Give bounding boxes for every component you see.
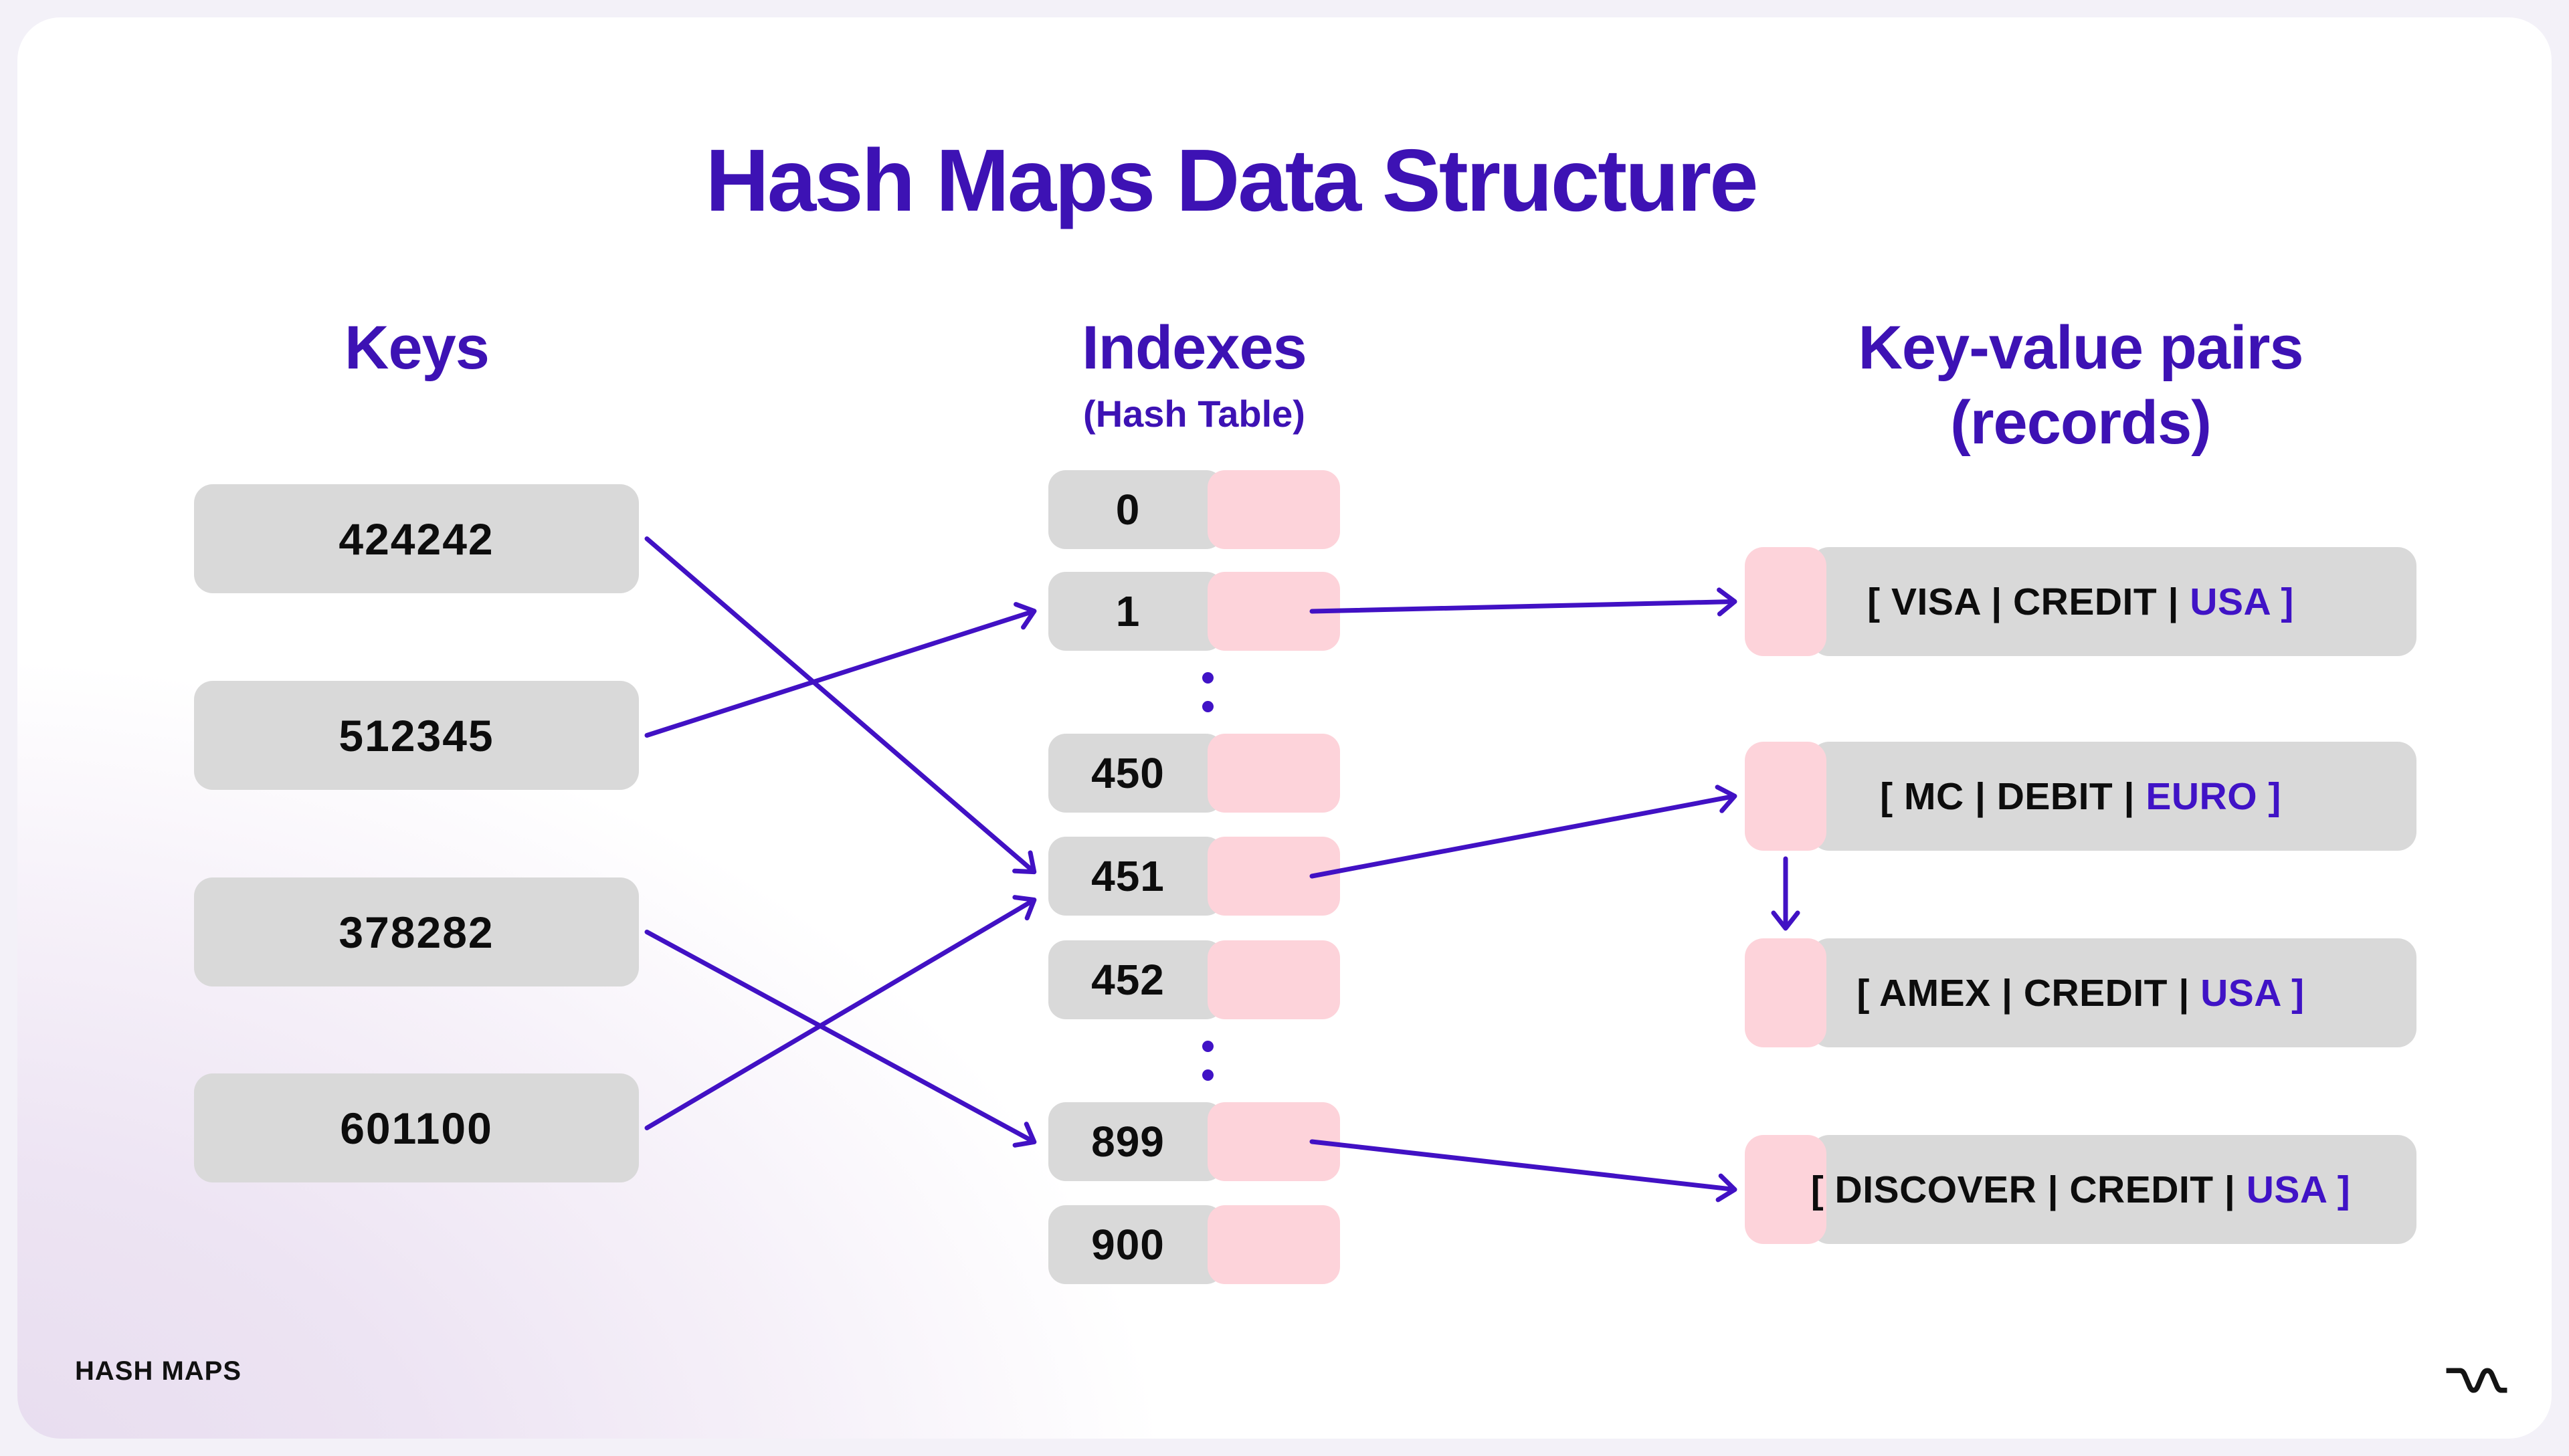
record-body [1810,547,2416,656]
index-slot-451: 451 [1048,837,1340,916]
index-label: 0 [1115,486,1141,534]
page-title: Hash Maps Data Structure [705,131,1758,229]
index-label: 900 [1091,1221,1165,1269]
record-amex: [ AMEX | CREDIT | USA ] [1745,938,2416,1047]
record-body [1810,938,2416,1047]
wave-logo-icon [2446,1368,2507,1393]
record-accent-value: USA ] [2200,971,2305,1015]
index-slot-450: 450 [1048,734,1340,813]
key-box-378282: 378282 [194,877,639,986]
record-cap-mc [1745,742,1826,851]
index-slot-1: 1 [1048,572,1340,651]
index-label: 1 [1115,587,1141,635]
record-mc: [ MC | DEBIT | EURO ] [1745,742,2416,851]
index-ellipsis-dots [1197,1031,1218,1091]
index-key-cell [1048,837,1224,916]
record-cap-amex [1745,938,1826,1047]
record-cap-discover [1745,1135,1826,1244]
records-header-line2: (records) [1950,389,2212,457]
index-key-cell [1048,572,1224,651]
index-ellipsis-dots [1197,662,1218,722]
column-records-header: Key-value pairs (records) [1711,310,2450,460]
key-box-512345: 512345 [194,681,639,790]
index-value-cell [1208,1205,1340,1284]
key-box-424242: 424242 [194,484,639,593]
index-key-cell [1048,940,1224,1019]
index-value-cell [1208,1102,1340,1181]
index-slot-0: 0 [1048,470,1340,549]
arrow-key-378282-to-index-899 [644,930,1037,1148]
index-key-cell [1048,470,1224,549]
arrow-key-424242-to-index-451 [644,536,1037,875]
column-keys-header: Keys [345,314,490,382]
index-value-cell [1208,940,1340,1019]
index-key-cell [1048,1205,1224,1284]
arrow-index-1-to-record-visa [1309,587,1737,617]
column-indexes-header: Indexes [1082,314,1307,382]
record-text: [ VISA | CREDIT | USA ] [1867,580,2294,623]
index-slot-452: 452 [1048,940,1340,1019]
record-text: [ MC | DEBIT | EURO ] [1880,774,2281,818]
record-accent-value: USA ] [2246,1168,2351,1211]
record-text: [ DISCOVER | CREDIT | USA ] [1810,1168,2351,1211]
index-label: 451 [1091,852,1165,900]
record-visa: [ VISA | CREDIT | USA ] [1745,547,2416,656]
records-header-line1: Key-value pairs [1858,314,2303,382]
slide-card: Hash Maps Data Structure Keys Indexes (H… [17,17,2552,1439]
record-accent-value: USA ] [2190,580,2294,623]
index-slot-899: 899 [1048,1102,1340,1181]
index-value-cell [1208,837,1340,916]
index-slot-900: 900 [1048,1205,1340,1284]
arrow-key-601100-to-index-451 [644,895,1037,1130]
hash-table-subtitle: (Hash Table) [1083,393,1305,435]
key-box-601100: 601100 [194,1073,639,1182]
index-value-cell [1208,470,1340,549]
index-value-cell [1208,734,1340,813]
index-label: 450 [1091,749,1165,797]
record-accent-value: EURO ] [2146,774,2281,818]
arrow-index-899-to-record-discover [1309,1139,1737,1203]
record-body [1810,742,2416,851]
footer-label: HASH MAPS [75,1356,242,1386]
arrow-key-512345-to-index-1 [644,602,1037,738]
record-body [1810,1135,2416,1244]
index-key-cell [1048,1102,1224,1181]
record-text: [ AMEX | CREDIT | USA ] [1857,971,2305,1015]
index-label: 452 [1091,956,1165,1004]
record-cap-visa [1745,547,1826,656]
index-key-cell [1048,734,1224,813]
record-discover: [ DISCOVER | CREDIT | USA ] [1745,1135,2416,1244]
index-label: 899 [1091,1118,1165,1166]
arrow-index-451-to-record-mc [1309,785,1737,879]
index-value-cell [1208,572,1340,651]
